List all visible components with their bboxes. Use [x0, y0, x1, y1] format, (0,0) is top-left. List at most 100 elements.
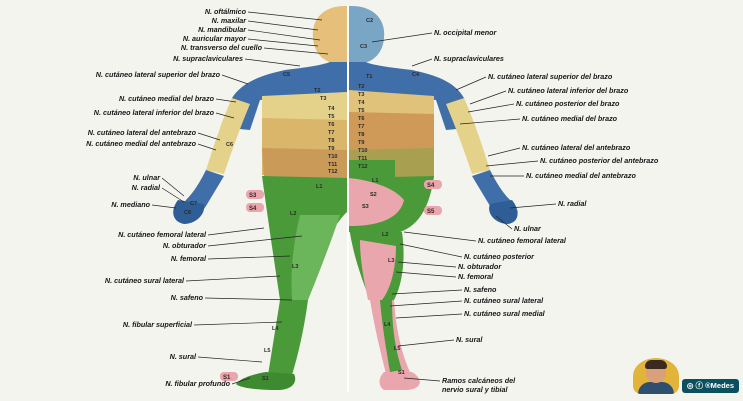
segment-label: C8	[184, 210, 191, 216]
leader-line	[222, 75, 248, 84]
leader-line	[162, 178, 184, 196]
label-obturador-right: N. obturador	[458, 262, 502, 271]
leader-line	[198, 133, 220, 140]
segment-label: L1	[316, 184, 322, 190]
segment-label: L2	[290, 211, 296, 217]
front-head-skin	[313, 6, 347, 64]
leader-line	[198, 357, 262, 362]
segment-label: T5	[328, 114, 334, 120]
label-lat-inf-brazo-left: N. cutáneo lateral inferior del brazo	[94, 108, 215, 117]
leader-line	[468, 104, 514, 112]
segment-label: L3	[388, 258, 394, 264]
label-lat-inf-brazo-right: N. cutáneo lateral inferior del brazo	[508, 86, 629, 95]
avatar-shirt	[638, 382, 674, 394]
leader-line	[390, 301, 462, 306]
leader-line	[398, 340, 454, 346]
front-leg-green	[268, 300, 308, 375]
label-femoral-left: N. femoral	[171, 254, 207, 263]
leader-line	[404, 232, 476, 241]
segment-label: T2	[314, 88, 320, 94]
leader-line	[162, 188, 184, 202]
segment-label: S1	[398, 370, 405, 376]
leader-line	[208, 228, 264, 235]
label-lat-sup-brazo-right: N. cutáneo lateral superior del brazo	[488, 72, 613, 81]
label-ramos-calcaneos-2: nervio sural y tibial	[442, 385, 509, 394]
label-oftalmico: N. oftálmico	[205, 7, 247, 16]
leader-line	[186, 276, 280, 281]
label-transverso-cuello: N. transverso del cuello	[181, 43, 263, 52]
segment-label: T6	[328, 122, 334, 128]
leader-line	[486, 161, 538, 166]
label-auricular-mayor: N. auricular mayor	[183, 34, 247, 43]
label-medial-antebrazo-left: N. cutáneo medial del antebrazo	[86, 139, 196, 148]
segment-label: T1	[366, 74, 372, 80]
segment-label: T3	[320, 96, 326, 102]
segment-label: T6	[358, 116, 364, 122]
label-cutaneo-posterior: N. cutáneo posterior	[464, 252, 535, 261]
leader-line	[396, 314, 462, 318]
segment-label: T9	[328, 146, 334, 152]
segment-label: T10	[358, 148, 367, 154]
back-torso-green	[349, 160, 395, 180]
leader-line	[194, 322, 282, 325]
segment-label: L4	[384, 322, 391, 328]
segment-label: T7	[328, 130, 334, 136]
label-ulnar-left: N. ulnar	[133, 173, 161, 182]
leader-line	[412, 59, 432, 66]
segment-label: T8	[358, 132, 364, 138]
label-fibular-superficial: N. fibular superficial	[123, 320, 193, 329]
segment-label: L1	[372, 178, 378, 184]
leader-line	[245, 59, 300, 66]
label-fibular-profundo: N. fibular profundo	[165, 379, 230, 388]
label-maxilar: N. maxilar	[212, 16, 248, 25]
segment-label: C5	[283, 72, 290, 78]
leader-line	[248, 12, 322, 20]
tag-s5: S5	[427, 209, 435, 215]
label-radial-left: N. radial	[132, 183, 161, 192]
leader-line	[396, 272, 456, 277]
label-lat-antebrazo-left: N. cutáneo lateral del antebrazo	[88, 128, 197, 137]
back-head	[349, 6, 384, 64]
segment-label: T2	[358, 84, 364, 90]
front-thigh-medial	[291, 215, 340, 300]
segment-label: T10	[328, 154, 337, 160]
segment-label: T8	[328, 138, 334, 144]
label-mandibular: N. mandibular	[198, 25, 247, 34]
label-femoral-lateral-left: N. cutáneo femoral lateral	[118, 230, 207, 239]
label-sural-lateral-left: N. cutáneo sural lateral	[105, 276, 185, 285]
segment-label: T4	[328, 106, 335, 112]
label-femoral-right: N. femoral	[458, 272, 494, 281]
label-ulnar-right: N. ulnar	[514, 224, 542, 233]
brand-badge: ◎ ⓕ ®Medes	[682, 379, 739, 393]
back-hand	[489, 200, 517, 224]
leader-line	[198, 144, 216, 150]
leader-line	[456, 77, 486, 90]
leader-line	[488, 148, 520, 156]
segment-label: T7	[358, 124, 364, 130]
label-posterior-brazo: N. cutáneo posterior del brazo	[516, 99, 620, 108]
label-occipital-menor: N. occipital menor	[434, 28, 498, 37]
label-ramos-calcaneos-1: Ramos calcáneos del	[442, 376, 516, 385]
segment-label: T4	[358, 100, 365, 106]
author-avatar	[633, 358, 679, 394]
segment-label: C2	[366, 18, 373, 24]
labels-right: N. occipital menor N. supraclaviculares …	[434, 28, 659, 394]
segment-label: T11	[328, 162, 337, 168]
leader-line	[510, 204, 556, 208]
leader-line	[248, 21, 318, 30]
segment-label: C3	[360, 44, 367, 50]
label-lat-antebrazo-right: N. cutáneo lateral del antebrazo	[522, 143, 631, 152]
tag-s3: S3	[249, 193, 257, 199]
leader-line	[205, 298, 292, 300]
segment-label: T9	[358, 140, 364, 146]
segment-label: T3	[358, 92, 364, 98]
leader-line	[398, 262, 456, 267]
segment-label: T12	[358, 164, 367, 170]
label-sural-left: N. sural	[170, 352, 197, 361]
leader-line	[392, 290, 462, 294]
leader-line	[400, 244, 462, 257]
leader-line	[152, 205, 176, 208]
segment-label: L5	[264, 348, 270, 354]
segment-label: L3	[292, 264, 298, 270]
label-mediano: N. mediano	[111, 200, 150, 209]
